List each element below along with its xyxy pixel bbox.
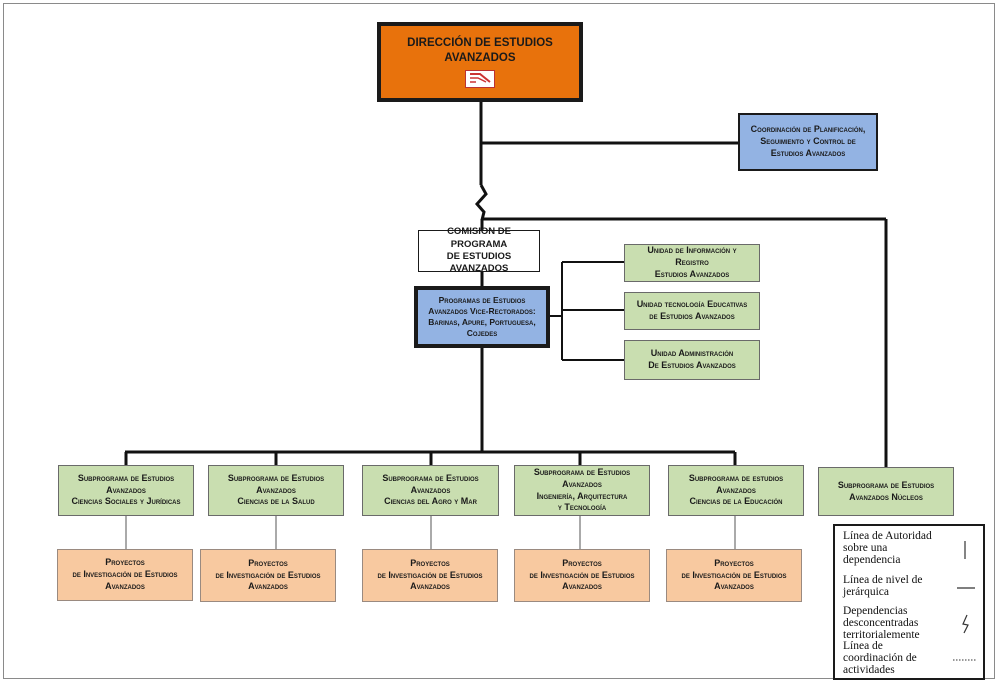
programas-line: Barinas, Apure, Portuguesa,	[428, 317, 536, 327]
unidad-line: Unidad de Información y	[647, 245, 737, 256]
subprograma-line: Ciencias Sociales y Jurídicas	[71, 496, 181, 507]
unidad-administracion-box: Unidad Administración De Estudios Avanza…	[624, 340, 760, 380]
legend-deconcentrated-label: Dependencias desconcentradas territorial…	[843, 605, 920, 642]
proyecto-line: Avanzados	[562, 581, 602, 592]
vertical-line-icon	[964, 541, 966, 559]
dotted-line-icon	[953, 659, 977, 661]
subprograma-line: Subprograma de Estudios	[227, 472, 325, 483]
proyecto-line: de Investigación de Estudios	[529, 569, 635, 580]
institution-logo-icon	[465, 70, 495, 89]
programas-line: Avanzados Vice-Rectorados:	[428, 305, 536, 316]
subprograma-line: Ciencias del Agro y Mar	[384, 496, 477, 507]
horizontal-line-icon	[957, 587, 975, 589]
subprograma-line: Ciencias de la Salud	[237, 496, 315, 507]
subprograma-line: Subprograma de estudios	[688, 472, 784, 483]
coordinacion-line: Coordinación de Planificación,	[750, 124, 866, 135]
direccion-title-line2: AVANZADOS	[444, 51, 516, 64]
proyectos-investigacion-box: Proyectos de Investigación de Estudios A…	[514, 549, 650, 602]
proyecto-line: Proyectos	[714, 557, 754, 568]
proyectos-investigacion-box: Proyectos de Investigación de Estudios A…	[57, 549, 193, 601]
subprograma-line: Ingeniería, Arquitectura	[536, 490, 628, 501]
coordinacion-line: Seguimiento y Control de	[760, 136, 856, 147]
proyecto-line: Avanzados	[714, 581, 754, 592]
legend: Línea de Autoridad sobre una dependencia…	[833, 524, 985, 680]
subprograma-line: Subprograma de Estudios	[533, 467, 631, 478]
proyecto-line: Proyectos	[248, 557, 288, 568]
direccion-title-line1: DIRECCIÓN DE ESTUDIOS	[407, 36, 553, 49]
comision-line: DE ESTUDIOS AVANZADOS	[446, 251, 512, 275]
diagram-frame	[3, 3, 995, 679]
subprograma-line: Avanzados	[716, 484, 756, 495]
subprograma-line: y Tecnología	[557, 502, 607, 513]
unidad-tecnologia-educativa-box: Unidad tecnología Educativas de Estudios…	[624, 292, 760, 330]
subprograma-line: Avanzados Núcleos	[849, 491, 923, 502]
unidad-line: Estudios Avanzados	[654, 268, 730, 279]
subprograma-line: Avanzados	[106, 484, 146, 495]
coordinacion-planificacion-box: Coordinación de Planificación, Seguimien…	[738, 113, 878, 171]
unidad-line: Unidad tecnología Educativas	[636, 299, 748, 310]
subprograma-line: Avanzados	[410, 484, 451, 495]
proyecto-line: de Investigación de Estudios	[681, 569, 787, 580]
coordinacion-line: Estudios Avanzados	[770, 147, 846, 158]
proyecto-line: de Investigación de Estudios	[377, 569, 483, 580]
proyecto-line: Proyectos	[105, 557, 145, 568]
programas-vice-rectorados-box: Programas de Estudios Avanzados Vice-Rec…	[414, 286, 550, 348]
proyecto-line: Avanzados	[248, 581, 288, 592]
comision-programa-box: COMISION DE PROGRAMA DE ESTUDIOS AVANZAD…	[418, 226, 540, 274]
subprograma-line: Avanzados	[562, 478, 602, 489]
proyecto-line: de Investigación de Estudios	[215, 569, 321, 580]
proyecto-line: Avanzados	[410, 581, 450, 592]
subprograma-ingenieria-box: Subprograma de Estudios Avanzados Ingeni…	[514, 465, 650, 516]
lightning-break-icon	[962, 614, 969, 634]
proyecto-line: Proyectos	[562, 557, 602, 568]
programas-line: Cojedes	[466, 328, 498, 339]
proyectos-investigacion-box: Proyectos de Investigación de Estudios A…	[362, 549, 498, 602]
proyectos-investigacion-box: Proyectos de Investigación de Estudios A…	[666, 549, 802, 602]
unidad-line: De Estudios Avanzados	[648, 360, 736, 370]
legend-hierarchy-line-label: Línea de nivel de jerárquica	[843, 574, 923, 599]
subprograma-ciencias-educacion-box: Subprograma de estudios Avanzados Cienci…	[668, 465, 804, 516]
comision-line: COMISION DE PROGRAMA	[447, 226, 511, 250]
subprograma-nucleos-box: Subprograma de Estudios Avanzados Núcleo…	[818, 467, 954, 516]
direccion-estudios-avanzados-box: DIRECCIÓN DE ESTUDIOS AVANZADOS	[377, 22, 583, 102]
legend-coordination-line-label: Línea de coordinación de actividades	[843, 640, 917, 677]
proyecto-line: Avanzados	[105, 580, 145, 591]
unidad-line: Registro	[675, 257, 709, 268]
proyecto-line: de Investigación de Estudios	[72, 569, 178, 580]
unidad-line: de Estudios Avanzados	[649, 311, 735, 321]
proyectos-investigacion-box: Proyectos de Investigación de Estudios A…	[200, 549, 336, 602]
unidad-line: Unidad Administración	[650, 348, 734, 359]
subprograma-ciencias-sociales-box: Subprograma de Estudios Avanzados Cienci…	[58, 465, 194, 516]
unidad-informacion-registro-box: Unidad de Información y Registro Estudio…	[624, 244, 760, 282]
legend-authority-line-label: Línea de Autoridad sobre una dependencia	[843, 530, 932, 567]
subprograma-line: Ciencias de la Educación	[689, 496, 783, 507]
programas-line: Programas de Estudios	[438, 294, 526, 305]
subprograma-ciencias-agro-mar-box: Subprograma de Estudios Avanzados Cienci…	[362, 465, 499, 516]
subprograma-ciencias-salud-box: Subprograma de Estudios Avanzados Cienci…	[208, 465, 344, 516]
subprograma-line: Subprograma de Estudios	[382, 472, 479, 483]
subprograma-line: Avanzados	[256, 484, 296, 495]
subprograma-line: Subprograma de Estudios	[77, 472, 175, 483]
subprograma-line: Subprograma de Estudios	[837, 479, 935, 490]
proyecto-line: Proyectos	[410, 557, 450, 568]
